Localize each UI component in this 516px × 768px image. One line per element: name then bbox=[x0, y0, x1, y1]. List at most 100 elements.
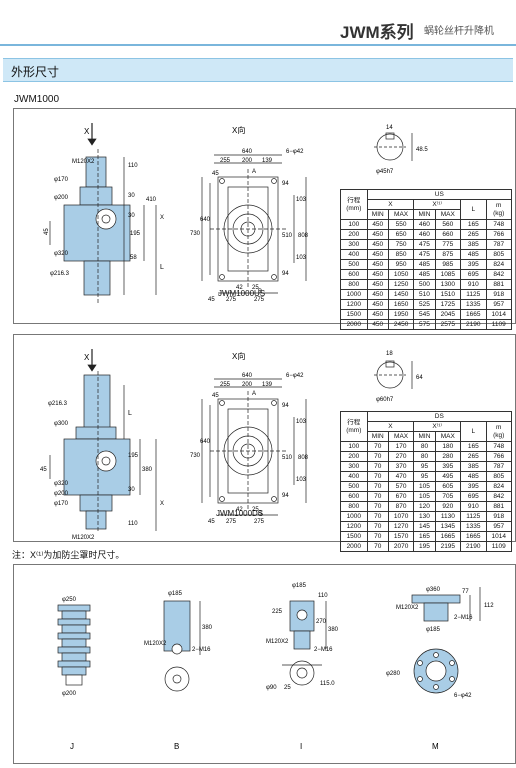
us-dim-30b: 30 bbox=[128, 213, 135, 219]
ds-cell: 842 bbox=[485, 491, 512, 502]
us-cell: 1125 bbox=[460, 289, 487, 300]
ds-cell: 695 bbox=[460, 491, 487, 502]
ds-dim-phi320: φ320 bbox=[54, 481, 69, 487]
i-dim-380: 380 bbox=[328, 627, 339, 633]
us-cell: 475 bbox=[413, 239, 436, 250]
us-key-48: 48.5 bbox=[416, 147, 428, 153]
us-mid-640v: 640 bbox=[200, 217, 211, 223]
us-mid-a: A bbox=[252, 169, 256, 175]
us-cell: 750 bbox=[387, 239, 415, 250]
us-key-detail bbox=[374, 132, 413, 161]
us-dim-m120: M120X2 bbox=[72, 159, 95, 165]
us-cell: 985 bbox=[434, 259, 462, 270]
header-rule bbox=[0, 44, 516, 46]
ds-caption: JWM1000DS bbox=[216, 509, 264, 518]
us-cell: 385 bbox=[460, 239, 487, 250]
ds-th-stroke: 行程(mm) bbox=[340, 411, 368, 442]
m-dim-6phi42: 6−φ42 bbox=[454, 693, 472, 699]
m-dim-77: 77 bbox=[462, 589, 469, 595]
us-cell: 881 bbox=[485, 279, 512, 290]
us-sub-max: MAX bbox=[387, 209, 415, 220]
us-mid-45b: 45 bbox=[208, 297, 215, 303]
ds-panel: X φ216.3 φ300 L 45 195 380 30 φ320 φ200 … bbox=[13, 334, 516, 552]
us-cell: 460 bbox=[413, 219, 436, 230]
us-mid-275b: 275 bbox=[254, 297, 265, 303]
ds-th-m: m(kg) bbox=[485, 421, 512, 442]
ds-th-unit: (mm) bbox=[346, 426, 362, 434]
ds-mid-139: 139 bbox=[262, 382, 273, 388]
us-dim-phi200: φ200 bbox=[54, 195, 69, 201]
ds-x-arrow-label: X bbox=[84, 353, 90, 362]
us-key-14: 14 bbox=[386, 125, 393, 131]
ds-cell: 165 bbox=[460, 441, 487, 452]
us-cell: 1665 bbox=[460, 309, 487, 320]
us-th-x1: X⁽¹⁾ bbox=[413, 199, 462, 210]
ds-cell: 824 bbox=[485, 481, 512, 492]
us-cell: 510 bbox=[413, 289, 436, 300]
us-dim-phi216: φ216.3 bbox=[50, 271, 70, 277]
us-cell: 875 bbox=[434, 249, 462, 260]
us-cell: 695 bbox=[460, 269, 487, 280]
us-cell: 395 bbox=[460, 259, 487, 270]
us-dim-x: X bbox=[160, 215, 164, 221]
us-mid-510: 510 bbox=[282, 233, 293, 239]
series-subtitle: 蜗轮丝杆升降机 bbox=[424, 26, 494, 37]
ds-dim-phi300: φ300 bbox=[54, 421, 69, 427]
ds-cell: 70 bbox=[366, 471, 389, 482]
ds-mid-94b: 94 bbox=[282, 493, 289, 499]
us-cell: 850 bbox=[387, 249, 415, 260]
ds-cell: 70 bbox=[366, 481, 389, 492]
ds-dim-m120: M120X2 bbox=[72, 535, 95, 541]
page-header: JWM系列 蜗轮丝杆升降机 bbox=[340, 18, 510, 42]
ds-dim-110: 110 bbox=[128, 521, 138, 527]
ds-key-detail bbox=[374, 360, 413, 389]
i-dim-25: 25 bbox=[284, 685, 291, 691]
b-dim-380: 380 bbox=[202, 625, 213, 631]
us-mid-45: 45 bbox=[212, 171, 219, 177]
ds-cell: 95 bbox=[413, 471, 436, 482]
ds-cell: 80 bbox=[413, 441, 436, 452]
us-cell: 1050 bbox=[387, 269, 415, 280]
ds-cell: 70 bbox=[366, 441, 389, 452]
ds-dim-phi170: φ170 bbox=[54, 501, 69, 507]
us-cell: 265 bbox=[460, 229, 487, 240]
us-table: 行程(mm) US X X⁽¹⁾ L m(kg) MIN MAX MIN MAX… bbox=[340, 189, 513, 330]
i-dim-2m16: 2−M16 bbox=[314, 647, 333, 653]
us-sub-min: MIN bbox=[366, 209, 389, 220]
us-cell: 2575 bbox=[434, 319, 462, 330]
ds-mid-6phi42: 6−φ42 bbox=[286, 373, 304, 379]
ds-cell: 2070 bbox=[387, 541, 415, 552]
us-th-unit: (mm) bbox=[346, 204, 362, 212]
ds-cell: 200 bbox=[340, 451, 368, 462]
ds-cell: 881 bbox=[485, 501, 512, 512]
ds-cell: 70 bbox=[366, 531, 389, 542]
us-cell: 660 bbox=[434, 229, 462, 240]
ds-mid-25: 25 bbox=[252, 507, 259, 513]
i-dim-110: 110 bbox=[318, 593, 328, 599]
m-dim-phi360: φ360 bbox=[426, 587, 441, 593]
ds-dim-phi216: φ216.3 bbox=[48, 401, 68, 407]
us-cell: 450 bbox=[366, 289, 389, 300]
ds-cell: 395 bbox=[460, 481, 487, 492]
ds-cell: 800 bbox=[340, 501, 368, 512]
ds-mid-808: 808 bbox=[298, 455, 309, 461]
i-dim-m120: M120X2 bbox=[266, 639, 289, 645]
us-cell: 918 bbox=[485, 289, 512, 300]
us-cell: 165 bbox=[460, 219, 487, 230]
us-mid-42: 42 bbox=[236, 285, 243, 291]
ds-front-view bbox=[201, 378, 307, 516]
ds-cell: 870 bbox=[387, 501, 415, 512]
us-front-view bbox=[201, 154, 307, 294]
us-cell: 650 bbox=[387, 229, 415, 240]
ds-cell: 787 bbox=[485, 461, 512, 472]
us-dim-l: L bbox=[160, 264, 164, 271]
ds-cell: 1130 bbox=[434, 511, 462, 522]
ds-cell: 2195 bbox=[434, 541, 462, 552]
